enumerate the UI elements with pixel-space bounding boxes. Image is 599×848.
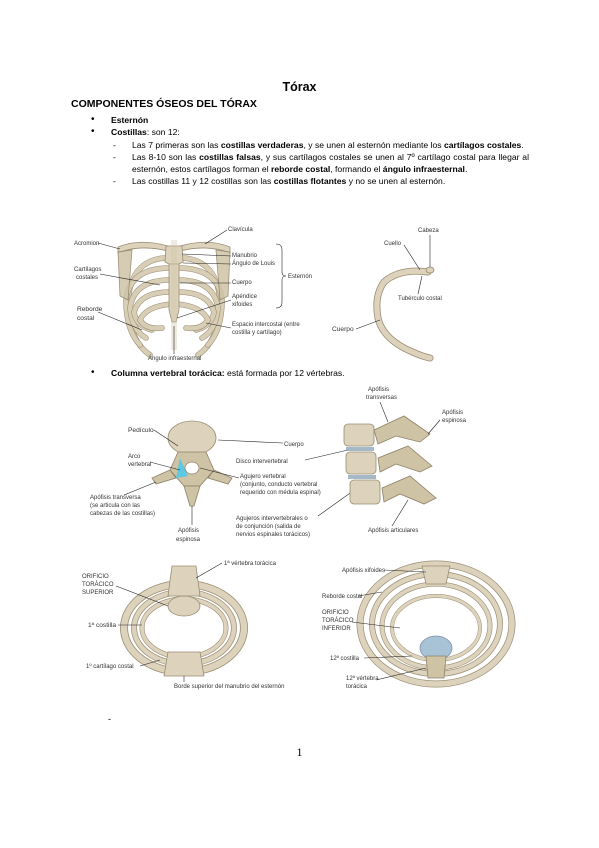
label-apendice: Apéndice — [232, 294, 258, 300]
label-apofisis-espinosa-lateral-2: espinosa — [442, 418, 467, 424]
label-pediculo: Pedículo — [128, 427, 154, 434]
list-item-columna: Columna vertebral torácica: está formada… — [71, 367, 551, 378]
label-vertebra-toracica: 1ª vértebra torácica — [224, 560, 277, 567]
superior-aperture-figure: 1ª vértebra torácica ORIFICIO TORÁCICO S… — [82, 560, 284, 690]
stray-dash: - — [108, 714, 111, 724]
label-primera-costilla: 1ª costilla — [88, 622, 116, 629]
label-borde-manubrio: Borde superior del manubrio del esternón — [174, 684, 284, 690]
label-cuello: Cuello — [384, 241, 402, 247]
label-orificio-superior-3: SUPERIOR — [82, 590, 114, 596]
label-apofisis-espinosa-2: espinosa — [176, 537, 201, 543]
sublist-item: Las 7 primeras son las costillas verdade… — [111, 139, 529, 152]
label-apofisis-transversa-2: (se articula con las — [90, 503, 140, 509]
label-angulo-infraesternal: Ángulo infraesternal — [148, 355, 201, 362]
label-cartilagos: Cartílagos — [74, 267, 101, 273]
label-apofisis-xifoides: Apófisis xifoides — [342, 568, 385, 574]
label-manubrio: Manubrio — [232, 253, 258, 259]
label-apofisis-espinosa-lateral: Apófisis — [442, 410, 463, 416]
label-agujero-vertebral-3: requerido con médula espinal) — [240, 490, 321, 496]
label-reborde-costal: Reborde costal — [322, 594, 362, 600]
label-espacio-intercostal: Espacio intercostal (entre — [232, 322, 300, 328]
label-duodecima-vertebra: 12ª vértebra — [346, 675, 379, 682]
label-tuberculo: Tubérculo costal — [398, 296, 442, 302]
label-acromion: Acromion — [74, 241, 99, 247]
label-esternon: Esternón — [288, 274, 312, 280]
label-agujeros-intervertebrales-2: de conjunción (salida de — [236, 524, 301, 530]
section-heading: COMPONENTES ÓSEOS DEL TÓRAX — [71, 98, 257, 110]
page-title: Tórax — [282, 80, 317, 94]
thorax-anterior-figure: Acromion Cartílagos costales Reborde cos… — [74, 227, 312, 362]
label-cuerpo-vertebra: Cuerpo — [284, 442, 304, 448]
label-agujeros-intervertebrales: Agujeros intervertebrales o — [236, 516, 308, 522]
label-primer-cartilago: 1º cartílago costal — [86, 663, 134, 670]
label-xifoides: xifoides — [232, 302, 252, 308]
sublist-item: Las 8-10 son las costillas falsas, y sus… — [111, 151, 529, 176]
label-cuerpo-esternon: Cuerpo — [232, 280, 252, 286]
label-cartilagos-2: costales — [76, 275, 98, 281]
vertebra-superior-figure: Pedículo Arco vertebral Apófisis transve… — [90, 420, 361, 543]
label-orificio-superior-2: TORÁCICO — [82, 581, 114, 588]
page-number: 1 — [296, 745, 303, 759]
label-apofisis-espinosa: Apófisis — [178, 528, 199, 534]
label-arco: Arco — [128, 454, 141, 460]
label-duodecima-vertebra-2: torácica — [346, 684, 368, 690]
label-apofisis-transversa-3: cabezas de las costillas) — [90, 511, 155, 517]
label-espacio-intercostal-2: costilla y cartílago) — [232, 330, 282, 336]
label-apofisis-transversas: Apófisis — [368, 387, 389, 393]
label-agujero-vertebral: Agujero vertebral — [240, 474, 286, 480]
label-disco: Disco intervertebral — [236, 459, 288, 465]
label-agujeros-intervertebrales-3: nervios espinales torácicos) — [236, 532, 310, 538]
sublist-item: Las costillas 11 y 12 costillas son las … — [111, 175, 529, 188]
label-orificio-inferior-3: INFERIOR — [322, 626, 351, 632]
inferior-aperture-figure: Apófisis xifoides Reborde costal ORIFICI… — [322, 560, 516, 690]
label-arco-2: vertebral — [128, 462, 151, 468]
label-orificio-inferior: ORIFICIO — [322, 610, 349, 616]
label-reborde-2: costal — [77, 315, 95, 322]
label-duodecima-costilla: 12ª costilla — [330, 655, 360, 662]
vertebral-column-figure: Apófisis transversas Apófisis espinosa A… — [343, 387, 467, 534]
label-orificio-inferior-2: TORÁCICO — [322, 617, 354, 624]
label-apofisis-transversa: Apófisis transversa — [90, 495, 141, 501]
list-item-esternon: Esternón — [71, 114, 529, 127]
label-angulo-louis: Ángulo de Louis — [232, 260, 275, 267]
label-cuerpo-costilla: Cuerpo — [332, 326, 354, 333]
label-apofisis-transversas-2: transversas — [366, 395, 397, 401]
rib-figure: Cabeza Cuello Tubérculo costal Cuerpo — [332, 228, 442, 362]
label-cabeza: Cabeza — [418, 228, 439, 234]
components-list: Esternón Costillas: son 12: Las 7 primer… — [71, 114, 529, 188]
label-clavicula: Clavícula — [228, 227, 253, 233]
costillas-sublist: Las 7 primeras son las costillas verdade… — [111, 139, 529, 188]
list-item-costillas: Costillas: son 12: Las 7 primeras son la… — [71, 126, 529, 188]
label-agujero-vertebral-2: (conjunto, conducto vertebral — [240, 482, 317, 488]
label-reborde: Reborde — [77, 306, 103, 313]
label-apofisis-articulares: Apófisis articulares — [368, 528, 418, 534]
label-orificio-superior: ORIFICIO — [82, 574, 109, 580]
